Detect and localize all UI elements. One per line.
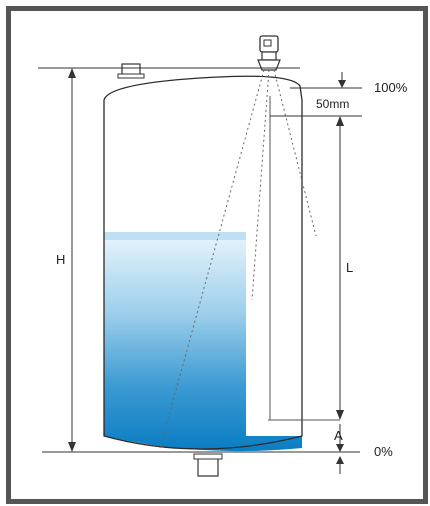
label-a: A [334,428,343,443]
h-dimension [68,68,76,452]
a-dimension [336,424,344,474]
label-h: H [56,252,65,267]
label-50mm: 50mm [316,97,349,111]
tank-outline [103,75,303,450]
liquid-fill [104,236,302,452]
tank-outlet-bottom-icon [193,453,223,477]
radar-level-sensor-icon [257,35,281,71]
label-0-percent: 0% [374,444,393,459]
top-dimension [338,72,346,88]
radar-beam [159,69,317,449]
label-l: L [346,260,353,275]
label-100-percent: 100% [374,80,408,95]
l-dimension [336,116,344,420]
tank-nozzle-top-icon [117,63,145,79]
liquid-surface [104,232,246,240]
